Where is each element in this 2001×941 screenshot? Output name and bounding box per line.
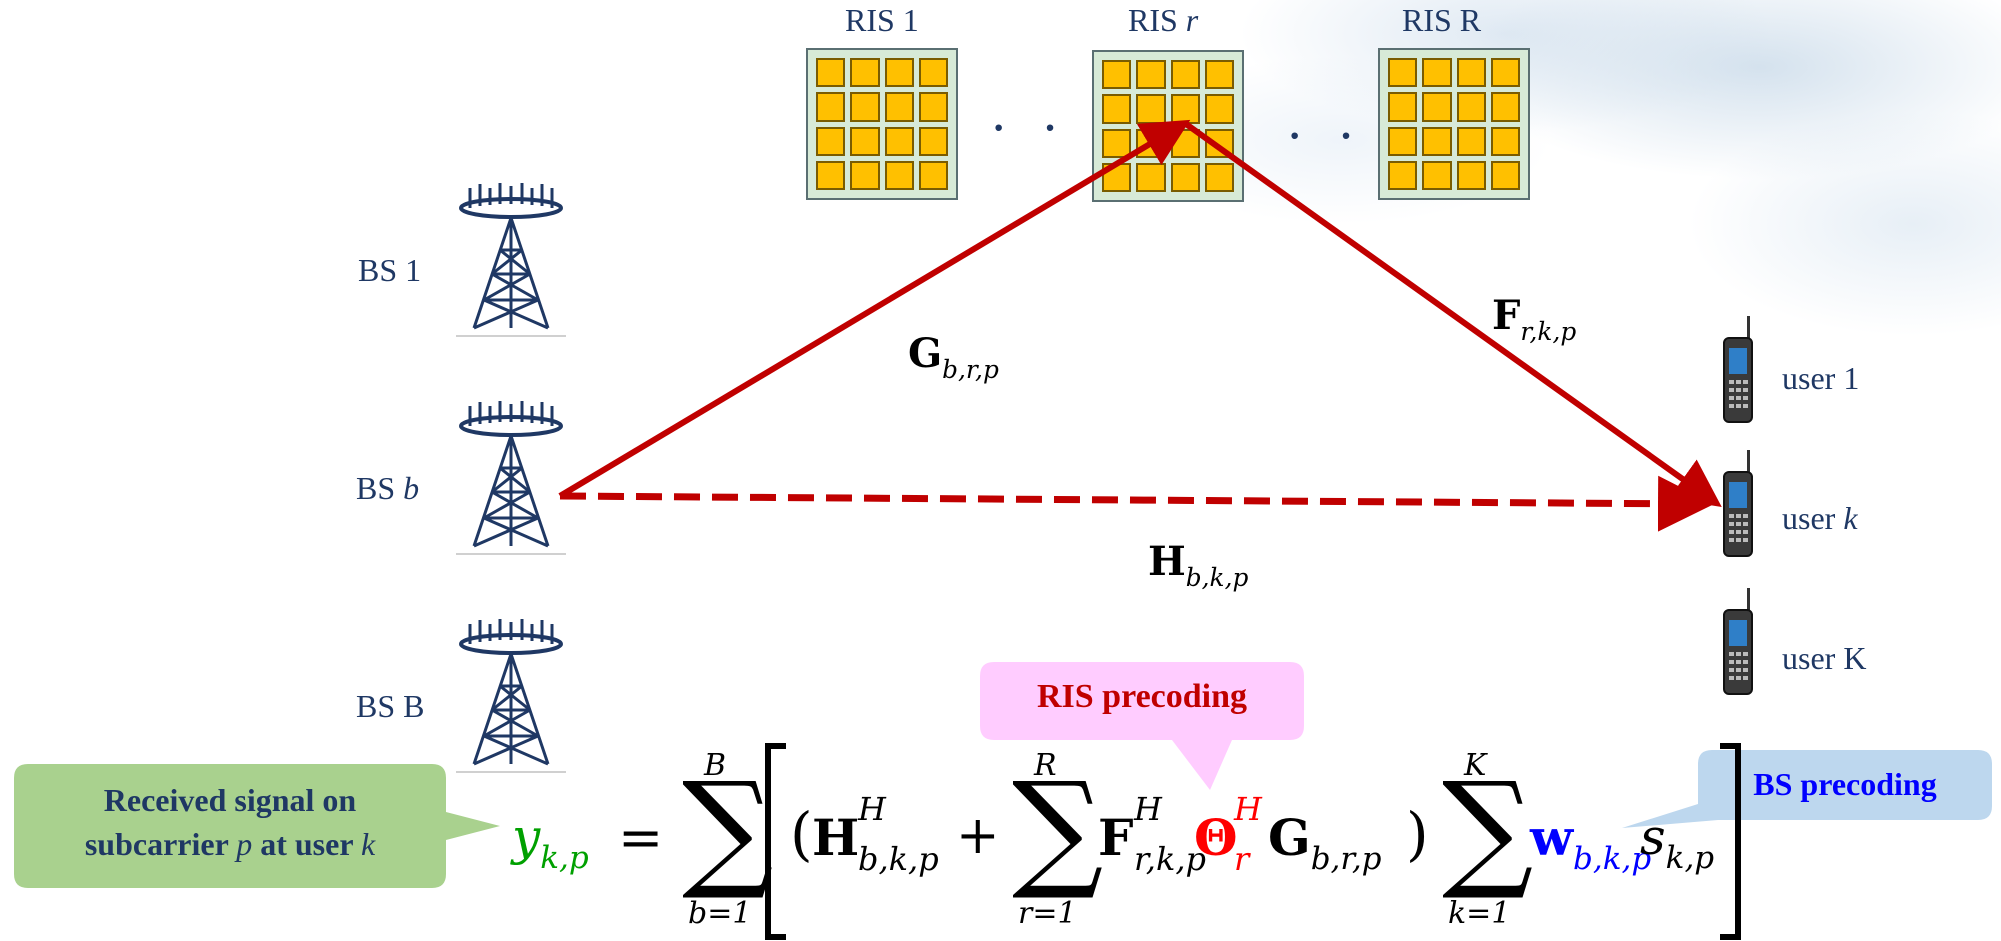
- ris-1-label: RIS 1: [845, 2, 919, 38]
- sum1-sigma: ∑: [682, 755, 774, 904]
- channel-G-label: Gb,r,p: [908, 330, 999, 385]
- ris-element: [1136, 60, 1166, 90]
- ris-element: [1204, 94, 1234, 124]
- eq-Theta-sup: H: [1234, 790, 1262, 828]
- ris-element: [1102, 60, 1132, 90]
- user-K-label: user K: [1782, 640, 1867, 676]
- ris-element: [1102, 128, 1132, 158]
- ris-element: [850, 126, 880, 156]
- phone-icon: [1723, 588, 1753, 695]
- eq-w: wb,k,p: [1530, 808, 1652, 877]
- ris-R-label: RIS R: [1402, 2, 1482, 38]
- sum3-lower: k=1: [1448, 896, 1511, 931]
- ris-element: [1422, 160, 1452, 190]
- arrow-bs-to-user-direct: [559, 475, 1714, 532]
- eq-equals: =: [618, 806, 664, 869]
- ris-element: [816, 126, 846, 156]
- ellipsis-left: · ·: [992, 105, 1071, 150]
- user-1-label: user 1: [1782, 360, 1860, 396]
- ris-element: [1456, 92, 1486, 122]
- eq-Theta: Θ: [1194, 808, 1238, 867]
- ris-element: [1388, 160, 1418, 190]
- received-signal-callout: Received signal on subcarrier p at user …: [84, 782, 376, 862]
- eq-G: Gb,r,p: [1268, 808, 1382, 877]
- bs-b-label: BS b: [356, 470, 420, 506]
- ris-element: [1490, 58, 1520, 88]
- ris-element: [1456, 58, 1486, 88]
- eq-F: F: [1098, 808, 1134, 867]
- bs-precoding-callout: BS precoding: [1753, 766, 1937, 802]
- sum2-upper: R: [1034, 748, 1057, 783]
- eq-paren-open: (: [790, 800, 813, 868]
- arrow-ris-to-user: [1184, 121, 1722, 507]
- ris-element: [816, 58, 846, 88]
- ris-element: [1388, 92, 1418, 122]
- channel-F-label: Fr,k,p: [1492, 292, 1577, 347]
- ris-element: [1490, 92, 1520, 122]
- eq-paren-close: ): [1406, 800, 1429, 868]
- ris-element: [1102, 94, 1132, 124]
- ris-element: [1456, 160, 1486, 190]
- sum1-lower: b=1: [688, 896, 752, 931]
- sum2-sigma: ∑: [1012, 755, 1104, 904]
- sum2-lower: r=1: [1018, 896, 1077, 931]
- ris-element: [884, 58, 914, 88]
- tower-icon: [456, 619, 566, 773]
- ris-element: [816, 160, 846, 190]
- ris-element: [816, 92, 846, 122]
- eq-Theta-sub: r: [1234, 840, 1250, 878]
- ris-element: [1204, 162, 1234, 192]
- ris-element: [850, 58, 880, 88]
- bs-B-label: BS B: [356, 688, 425, 724]
- ris-element: [884, 126, 914, 156]
- ris-element: [918, 160, 948, 190]
- ris-element: [850, 92, 880, 122]
- ris-element: [1490, 160, 1520, 190]
- bracket-right: [1720, 743, 1741, 940]
- user-k-label: user k: [1782, 500, 1858, 536]
- ris-element: [1170, 60, 1200, 90]
- ris-element: [1388, 126, 1418, 156]
- ris-element: [1204, 60, 1234, 90]
- ris-element: [1388, 58, 1418, 88]
- ris-element: [850, 160, 880, 190]
- ris-element: [1422, 92, 1452, 122]
- eq-H-sub: b,k,p: [858, 840, 939, 878]
- ris-element: [1422, 58, 1452, 88]
- ris-element: [884, 92, 914, 122]
- ris-element: [918, 92, 948, 122]
- eq-H-sup: H: [858, 790, 886, 828]
- ris-element: [1422, 126, 1452, 156]
- sum1-upper: B: [704, 748, 727, 783]
- tower-icon: [456, 183, 566, 337]
- eq-F-sup: H: [1134, 790, 1162, 828]
- ellipsis-right: · ·: [1288, 113, 1367, 158]
- phone-icon: [1723, 450, 1753, 557]
- ris-precoding-callout: RIS precoding: [1036, 678, 1248, 715]
- eq-y: yk,p: [512, 808, 589, 876]
- phone-icon: [1723, 316, 1753, 423]
- bracket-left: [765, 743, 786, 940]
- ris-element: [1170, 162, 1200, 192]
- eq-H: H: [812, 808, 860, 867]
- ris-1-panel: [806, 48, 958, 200]
- arrow-bs-to-ris: [558, 119, 1191, 499]
- sum3-sigma: ∑: [1442, 755, 1534, 904]
- tower-icon: [456, 401, 566, 555]
- ris-element: [1456, 126, 1486, 156]
- ris-R-panel: [1378, 48, 1530, 200]
- ris-element: [1490, 126, 1520, 156]
- sum3-upper: K: [1464, 748, 1487, 783]
- ris-element: [884, 160, 914, 190]
- ris-r-label: RIS r: [1128, 2, 1199, 38]
- channel-H-label: Hb,k,p: [1148, 538, 1249, 593]
- ris-element: [918, 126, 948, 156]
- bs-1-label: BS 1: [358, 252, 422, 288]
- eq-plus: +: [956, 806, 1000, 866]
- eq-s: sk,p: [1640, 808, 1715, 876]
- eq-F-sub: r,k,p: [1134, 840, 1206, 878]
- ris-element: [918, 58, 948, 88]
